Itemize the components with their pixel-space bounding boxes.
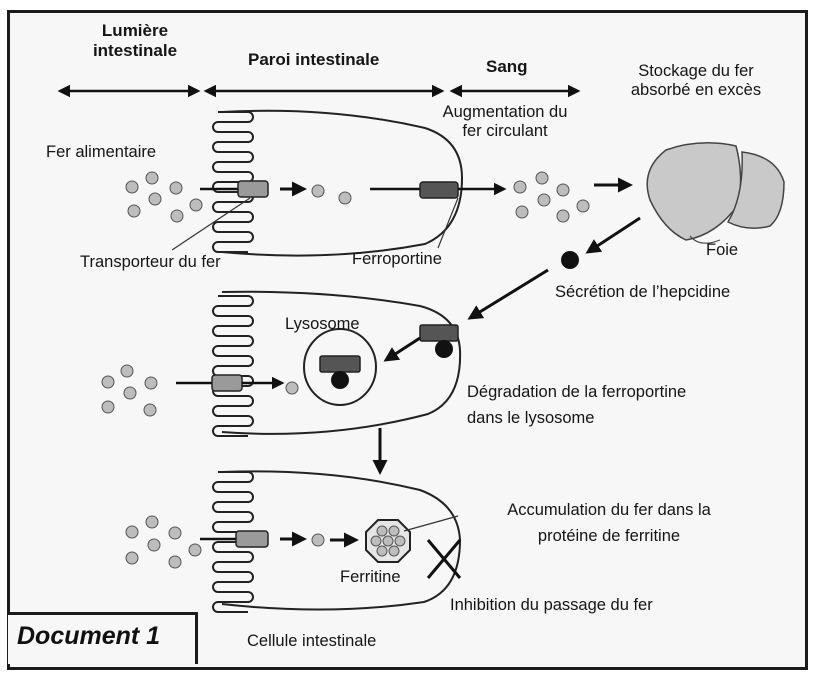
ferroportin-label: Ferroportine (352, 250, 442, 268)
region-lumen-label: Lumière intestinale (92, 21, 178, 60)
hepcidin-in-lysosome (331, 371, 349, 389)
ferroportin-in-lysosome (319, 355, 361, 373)
transporter-pointer (171, 197, 251, 251)
dietary-iron-label: Fer alimentaire (46, 143, 157, 161)
document-frame (7, 10, 808, 670)
iron-particle (311, 533, 325, 547)
ferroportin-degradation-label: Dégradation de la ferroportine dans le l… (467, 383, 687, 427)
hepcidin-secretion-label: Sécrétion de l’hepcidine (555, 283, 731, 301)
internalization-arrow (383, 336, 421, 362)
circulating-iron-label: Augmentation du fer circulant (442, 103, 568, 140)
dietary-iron-particles-2 (101, 364, 158, 417)
ferroportin-2 (419, 324, 459, 342)
hepcidin-dot (561, 251, 579, 269)
document-title-box (8, 612, 198, 664)
iron-storage-label: Stockage du fer absorbé en excès (630, 62, 762, 99)
document-title: Document 1 (17, 622, 161, 650)
iron-passage-inhibition-label: Inhibition du passage du fer (450, 596, 653, 614)
region-wall-label: Paroi intestinale (248, 50, 380, 69)
hepcidin-to-cell2-arrow (467, 268, 549, 320)
blood-iron-particles (513, 171, 590, 223)
iron-particle (285, 381, 299, 395)
inhibition-cross-icon (426, 539, 462, 579)
iron-particle (338, 191, 352, 205)
iron-particle (311, 184, 325, 198)
liver-label: Foie (706, 241, 739, 259)
dietary-iron-particles-3 (125, 515, 202, 569)
region-blood-label: Sang (486, 57, 528, 76)
intestinal-cell-2 (212, 290, 462, 437)
iron-transporter-1 (237, 180, 269, 198)
iron-transporter-3 (235, 530, 269, 548)
ferroportin-1 (419, 181, 459, 199)
ferroportin-pointer (437, 197, 459, 249)
liver-to-hepcidin-arrow (585, 216, 641, 254)
intestinal-cell-1 (212, 109, 464, 257)
liver-icon (646, 142, 785, 244)
accumulation-pointer (403, 515, 459, 532)
iron-transporter-label: Transporteur du fer (80, 253, 221, 271)
dietary-iron-particles-1 (125, 171, 203, 223)
ferritin-label: Ferritine (340, 568, 401, 586)
lysosome-label: Lysosome (285, 315, 360, 333)
ferritin-icon (365, 519, 411, 563)
hepcidin-bound (435, 340, 453, 358)
iron-transporter-2 (211, 374, 243, 392)
intestinal-cell-label: Cellule intestinale (247, 632, 377, 650)
ferritin-accumulation-label: Accumulation du fer dans la protéine de … (507, 501, 711, 545)
